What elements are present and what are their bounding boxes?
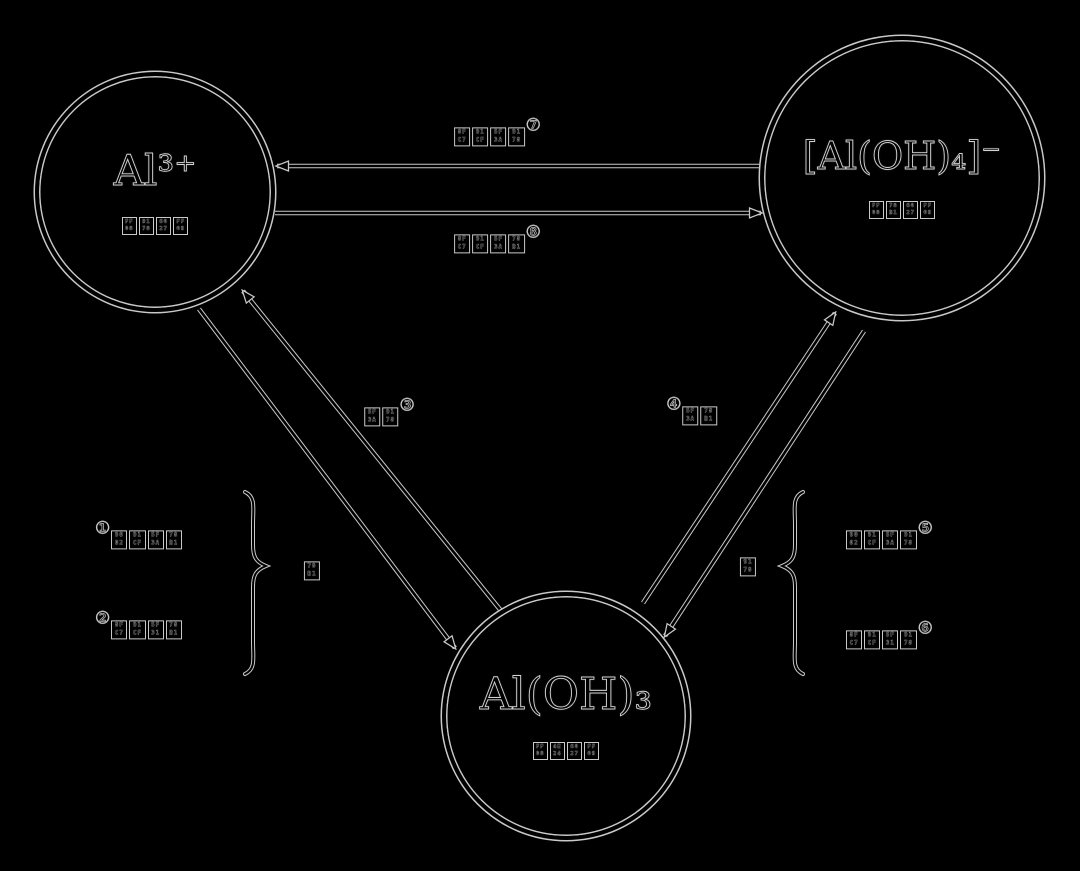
node-al3plus-formula: Al³⁺ [113,145,197,195]
node-aloh3-formula: Al(OH)₃ [479,668,653,720]
right-brace [776,490,805,676]
arrow-aluminate-to-aloh3 [663,329,866,636]
arrow-aloh3-to-aluminate [641,313,837,605]
left-brace [243,490,272,676]
node-aluminate-formula: [Al(OH)₄]⁻ [802,134,1002,179]
arrow-al3plus-to-aloh3 [197,307,457,648]
arrow-aloh3-to-al3plus [243,291,504,614]
